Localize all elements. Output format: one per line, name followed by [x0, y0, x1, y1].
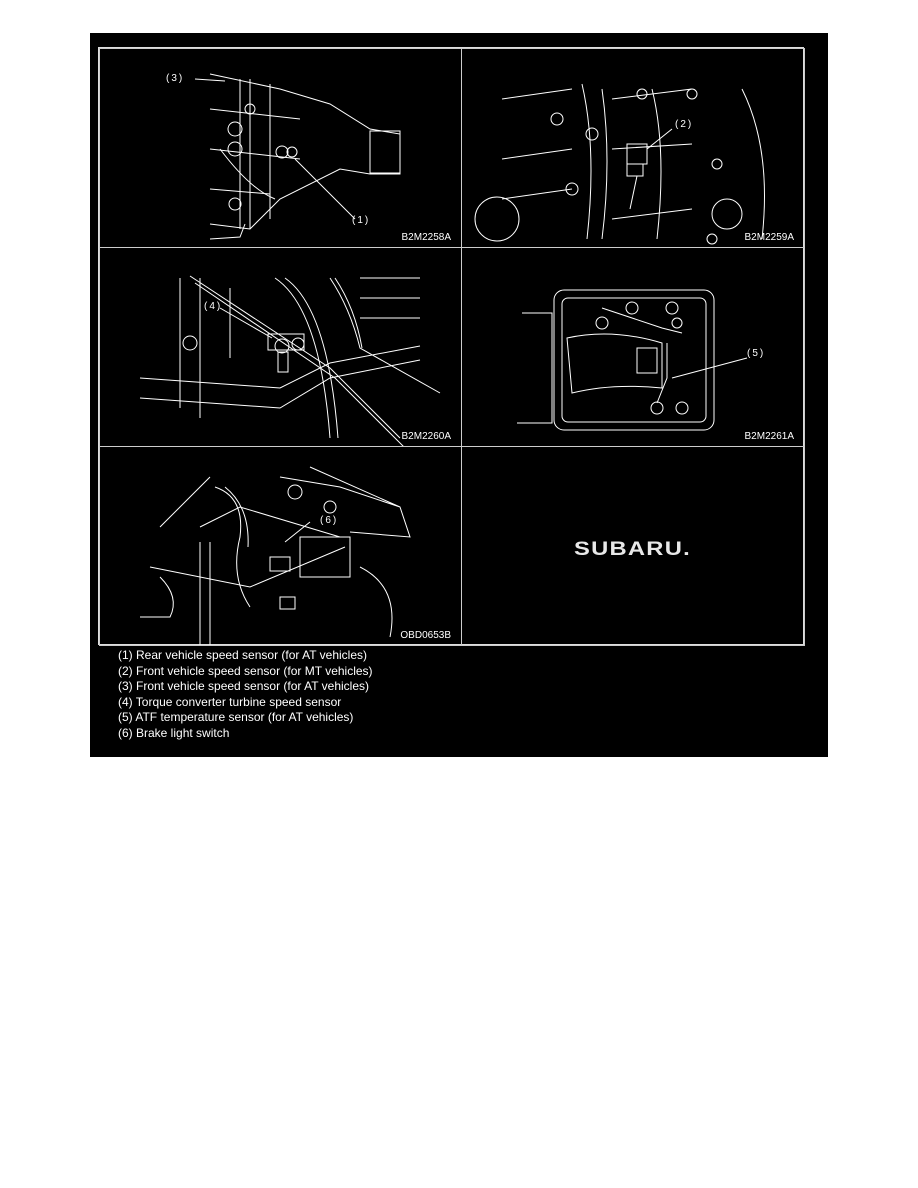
figure-logo-panel: SUBARU. [461, 446, 805, 646]
pedal-assembly-drawing-icon [140, 466, 411, 645]
legend-item: (4) Torque converter turbine speed senso… [118, 694, 342, 709]
subaru-logo: SUBARU. [574, 539, 691, 560]
figure-atf-temperature-sensor: (5) B2M2261A [461, 247, 805, 447]
callout-2: (2) [675, 119, 694, 130]
figure-code: OBD0653B [400, 630, 451, 641]
legend-item: (6) Brake light switch [118, 725, 230, 740]
callout-1: (1) [352, 215, 371, 226]
figure-front-speed-sensor-mt: (2) B2M2259A [461, 48, 805, 248]
diagram-sheet: (3) (1) B2M2258A (2) B2M2259A [90, 33, 828, 757]
legend-item: (1) Rear vehicle speed sensor (for AT ve… [118, 648, 367, 662]
figure-code: B2M2259A [744, 232, 794, 243]
legend-list: (1) Rear vehicle speed sensor (for AT ve… [118, 648, 373, 741]
figure-code: B2M2260A [401, 431, 451, 442]
torque-converter-drawing-icon [139, 275, 441, 446]
callout-3: (3) [166, 73, 185, 84]
transmission-case-drawing-icon [474, 83, 765, 245]
callout-6: (6) [320, 515, 339, 526]
figure-code: B2M2258A [401, 232, 451, 243]
legend-item: (5) ATF temperature sensor (for AT vehic… [118, 710, 354, 724]
figure-brake-light-switch: (6) OBD0653B [99, 446, 462, 646]
callout-4: (4) [204, 301, 223, 312]
transmission-drawing-icon [194, 73, 401, 240]
legend-item: (2) Front vehicle speed sensor (for MT v… [118, 663, 373, 678]
figure-rear-speed-sensor: (3) (1) B2M2258A [99, 48, 462, 248]
callout-5: (5) [747, 348, 766, 359]
valve-body-drawing-icon [517, 289, 748, 431]
legend-item: (3) Front vehicle speed sensor (for AT v… [118, 679, 369, 693]
figure-code: B2M2261A [744, 431, 794, 442]
figure-grid: (3) (1) B2M2258A (2) B2M2259A [98, 47, 805, 646]
figure-turbine-speed-sensor: (4) B2M2260A [99, 247, 462, 447]
